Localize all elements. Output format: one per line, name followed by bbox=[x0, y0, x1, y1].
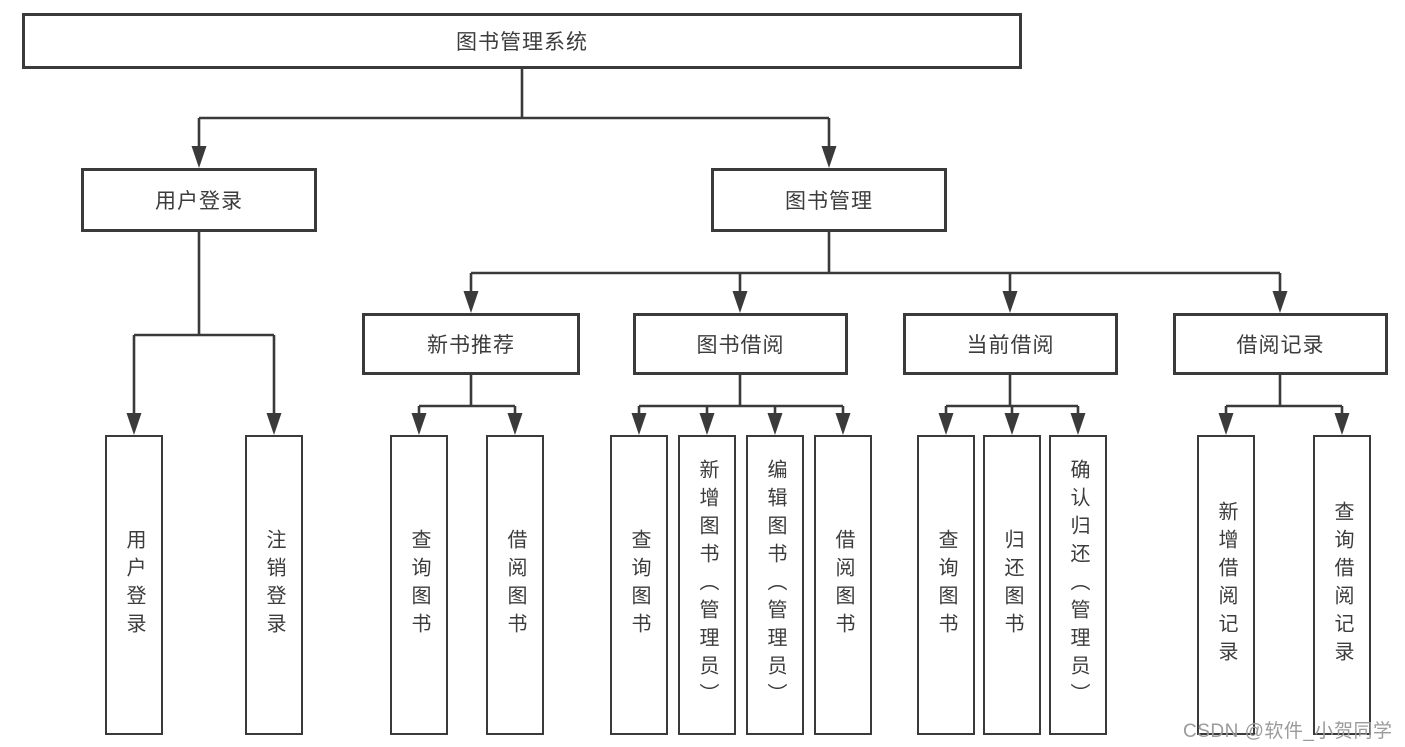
arrowhead-icon bbox=[266, 413, 282, 435]
edge-user-login-to-children bbox=[132, 232, 276, 419]
node-label: 借阅记录 bbox=[1236, 334, 1325, 357]
arrowhead-icon bbox=[1272, 291, 1288, 313]
arrowhead-icon bbox=[191, 146, 207, 168]
node-edit-books-admin: 编辑图书（管理员） bbox=[746, 435, 804, 735]
edge-records-to-children bbox=[1224, 375, 1344, 419]
edge-recommend-to-children bbox=[417, 375, 517, 419]
arrowhead-icon bbox=[699, 413, 715, 435]
node-label: 新增图书（管理员） bbox=[696, 459, 718, 711]
node-label: 用户登录 bbox=[123, 529, 145, 641]
watermark: CSDN @软件_小贺同学 bbox=[1183, 721, 1393, 742]
node-label: 查询借阅记录 bbox=[1331, 501, 1353, 669]
node-label: 借阅图书 bbox=[504, 529, 526, 641]
node-label: 图书管理系统 bbox=[456, 31, 588, 54]
node-logout-leaf: 注销登录 bbox=[245, 435, 303, 735]
edge-current-to-children bbox=[944, 375, 1080, 419]
node-new-book-recommend: 新书推荐 bbox=[362, 313, 580, 375]
node-user-login-branch: 用户登录 bbox=[81, 168, 317, 232]
arrowhead-icon bbox=[732, 291, 748, 313]
arrowhead-icon bbox=[126, 413, 142, 435]
node-current-borrowing: 当前借阅 bbox=[903, 313, 1118, 375]
node-borrowing-records: 借阅记录 bbox=[1173, 313, 1388, 375]
node-label: 图书管理 bbox=[785, 190, 873, 213]
node-book-borrowing: 图书借阅 bbox=[633, 313, 848, 375]
node-query-borrow-record: 查询借阅记录 bbox=[1313, 435, 1371, 735]
node-query-books-recommend: 查询图书 bbox=[390, 435, 448, 735]
node-user-login-leaf: 用户登录 bbox=[105, 435, 163, 735]
node-label: 当前借阅 bbox=[966, 334, 1055, 357]
node-query-books-current: 查询图书 bbox=[917, 435, 975, 735]
node-label: 新书推荐 bbox=[427, 334, 515, 357]
node-book-management-branch: 图书管理 bbox=[711, 168, 947, 232]
edge-root-to-level2 bbox=[197, 67, 831, 152]
node-label: 借阅图书 bbox=[832, 529, 854, 641]
arrowhead-icon bbox=[1004, 413, 1020, 435]
node-return-books: 归还图书 bbox=[983, 435, 1041, 735]
node-root-system: 图书管理系统 bbox=[22, 13, 1022, 69]
arrowhead-icon bbox=[1334, 413, 1350, 435]
edge-borrowing-to-children bbox=[637, 375, 845, 419]
arrowhead-icon bbox=[507, 413, 523, 435]
node-label: 确认归还（管理员） bbox=[1067, 459, 1089, 711]
node-confirm-return-admin: 确认归还（管理员） bbox=[1049, 435, 1107, 735]
node-label: 查询图书 bbox=[408, 529, 430, 641]
node-borrow-books-recommend: 借阅图书 bbox=[486, 435, 544, 735]
arrowhead-icon bbox=[1218, 413, 1234, 435]
node-label: 归还图书 bbox=[1001, 529, 1023, 641]
node-borrow-books-leaf: 借阅图书 bbox=[814, 435, 872, 735]
node-add-books-admin: 新增图书（管理员） bbox=[678, 435, 736, 735]
node-label: 图书借阅 bbox=[696, 334, 785, 357]
node-label: 新增借阅记录 bbox=[1215, 501, 1237, 669]
node-query-books-borrow: 查询图书 bbox=[610, 435, 668, 735]
node-label: 注销登录 bbox=[263, 529, 285, 641]
node-label: 查询图书 bbox=[935, 529, 957, 641]
arrowhead-icon bbox=[938, 413, 954, 435]
arrowhead-icon bbox=[1002, 291, 1018, 313]
node-label: 编辑图书（管理员） bbox=[764, 459, 786, 711]
arrowhead-icon bbox=[767, 413, 783, 435]
node-add-borrow-record: 新增借阅记录 bbox=[1197, 435, 1255, 735]
arrowhead-icon bbox=[463, 291, 479, 313]
node-label: 用户登录 bbox=[155, 190, 243, 213]
arrowhead-icon bbox=[411, 413, 427, 435]
edge-book-management-to-children bbox=[469, 232, 1282, 297]
arrowhead-icon bbox=[631, 413, 647, 435]
node-label: 查询图书 bbox=[628, 529, 650, 641]
arrowhead-icon bbox=[821, 146, 837, 168]
arrowhead-icon bbox=[835, 413, 851, 435]
arrowhead-icon bbox=[1070, 413, 1086, 435]
